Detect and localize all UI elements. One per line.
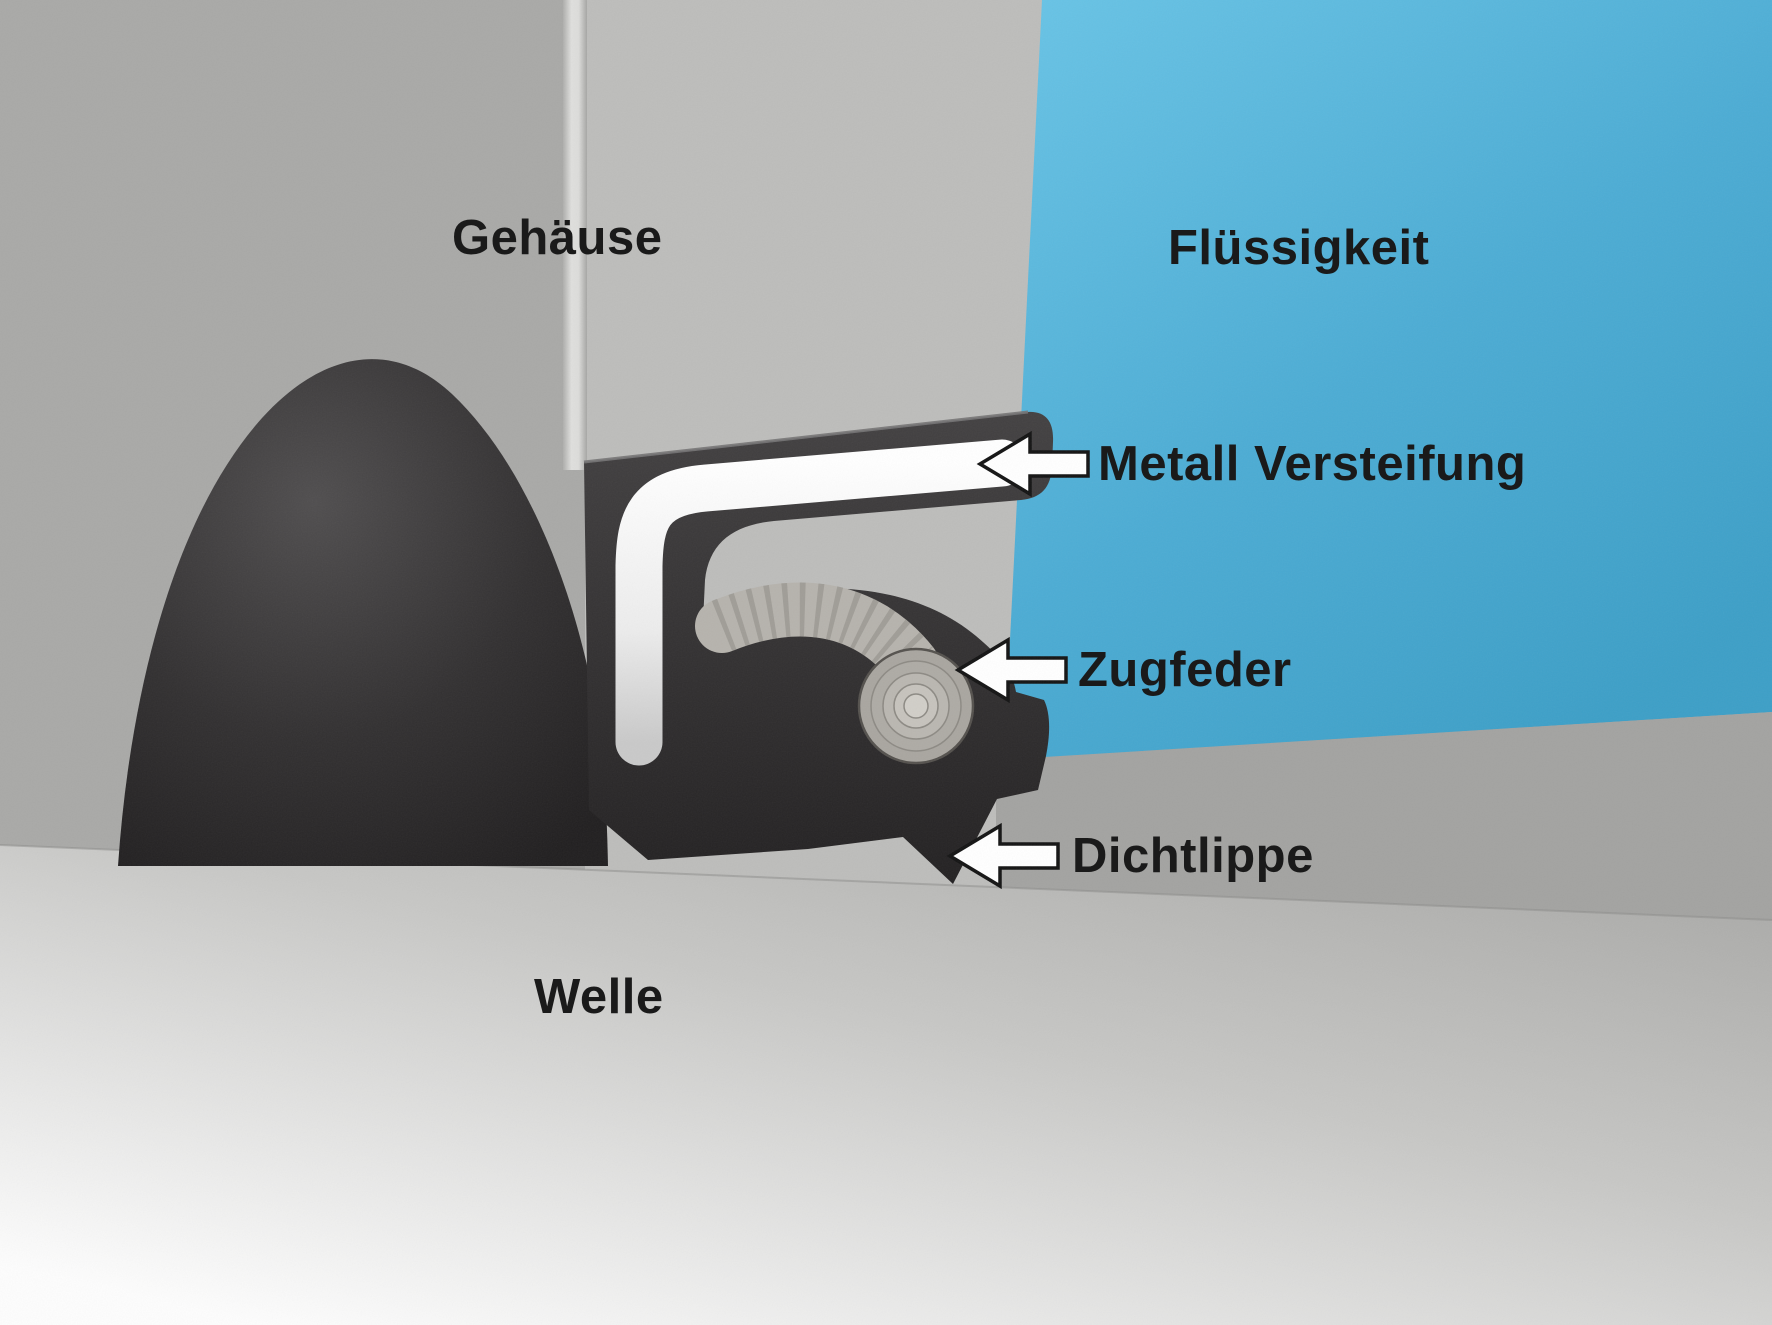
label-sealing-lip: Dichtlippe bbox=[1072, 829, 1314, 883]
label-fluid: Flüssigkeit bbox=[1168, 221, 1430, 275]
label-metal-reinforcement: Metall Versteifung bbox=[1098, 437, 1527, 491]
label-housing: Gehäuse bbox=[452, 211, 663, 265]
label-shaft: Welle bbox=[534, 970, 664, 1024]
label-spring: Zugfeder bbox=[1078, 643, 1292, 697]
